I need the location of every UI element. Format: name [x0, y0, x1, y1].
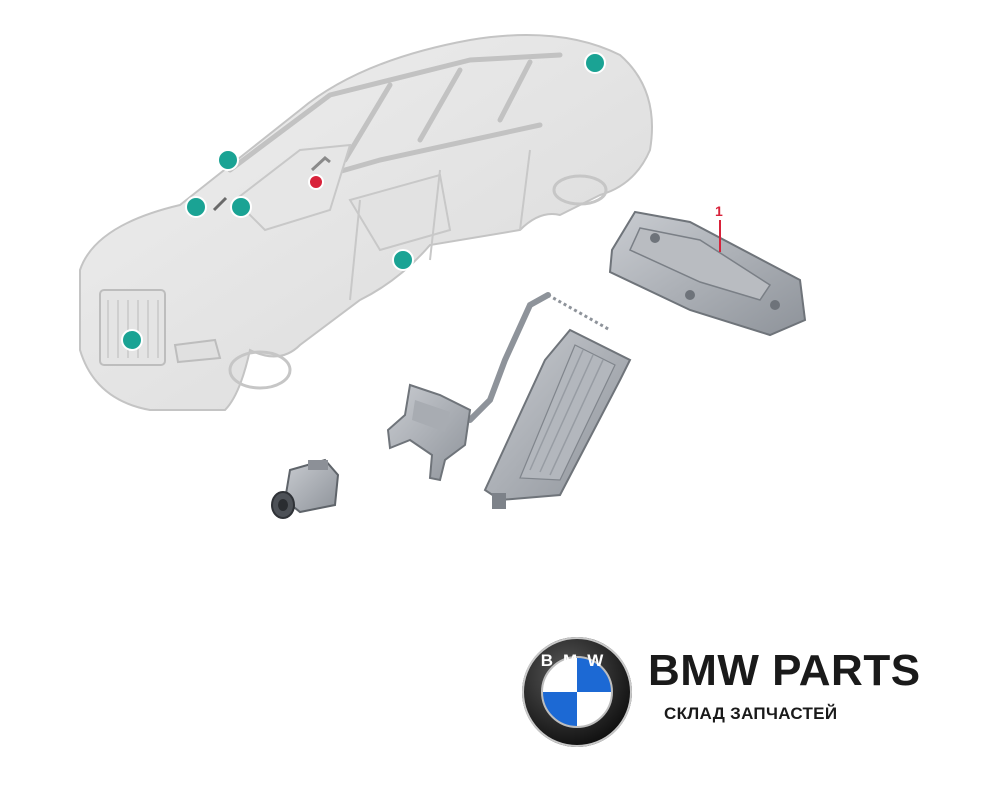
brand-subtitle: СКЛАД ЗАПЧАСТЕЙ [664, 704, 838, 723]
location-markers [121, 52, 606, 351]
mounting-bracket [386, 292, 611, 482]
marker-dash-right [230, 196, 252, 218]
car-body [79, 34, 653, 411]
callout-number: 1 [715, 203, 723, 219]
control-unit-part [608, 210, 807, 337]
marker-rear [584, 52, 606, 74]
marker-a-pillar [217, 149, 239, 171]
marker-selected-lead [310, 156, 331, 172]
brand-block: BMW PARTS СКЛАД ЗАПЧАСТЕЙ [520, 640, 940, 760]
marker-grille [121, 329, 143, 351]
brand-title: BMW PARTS [648, 646, 921, 695]
bmw-logo-letters: BMW [541, 651, 613, 670]
sensor-part [271, 458, 340, 519]
marker-door [392, 249, 414, 271]
marker-dash-left [185, 196, 207, 218]
antenna-module [483, 328, 632, 509]
bmw-logo-icon: BMW [522, 637, 632, 747]
marker-selected [308, 174, 324, 190]
